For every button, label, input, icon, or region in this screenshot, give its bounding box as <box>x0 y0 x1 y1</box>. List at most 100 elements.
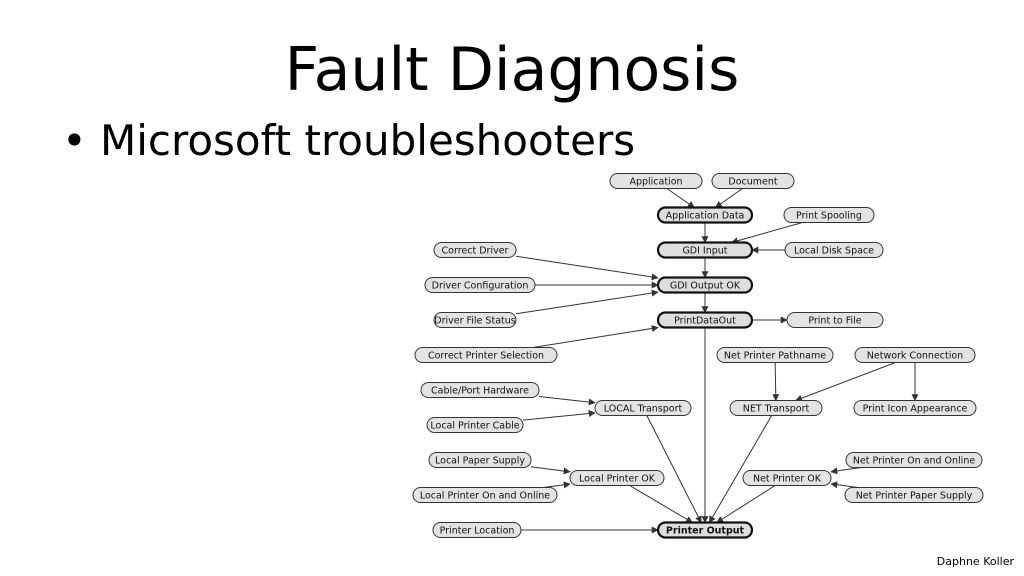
node-net-transport: NET Transport <box>729 400 823 416</box>
node-label: Print Icon Appearance <box>863 403 968 414</box>
node-shape <box>786 312 884 328</box>
node-print-icon-appearance: Print Icon Appearance <box>853 400 977 416</box>
node-local-printer-on-and-online: Local Printer On and Online <box>412 487 558 503</box>
edge-document-to-application-data <box>715 188 743 208</box>
edge-local-transport-to-printer-output <box>646 415 702 524</box>
node-label: Correct Driver <box>442 245 509 256</box>
node-shape <box>784 242 884 258</box>
node-shape <box>656 276 754 294</box>
node-label: PrintDataOut <box>674 315 736 326</box>
bullet-text: Microsoft troubleshooters <box>100 116 636 165</box>
node-label: Driver File Status <box>434 315 515 326</box>
node-cable-port-hardware: Cable/Port Hardware <box>420 382 540 398</box>
node-shape <box>742 470 832 486</box>
edge-net-printer-pathname-to-net-transport <box>772 362 780 402</box>
node-label: Application Data <box>666 210 745 221</box>
node-net-printer-on-and-online: Net Printer On and Online <box>845 452 983 468</box>
node-print-spooling: Print Spooling <box>783 207 875 223</box>
node-shape <box>414 347 558 363</box>
node-shape <box>426 417 524 433</box>
footer-author: Daphne Koller <box>936 555 1014 568</box>
edge-net-printer-ok-to-printer-output <box>716 485 776 523</box>
slide-title: Fault Diagnosis <box>284 35 740 105</box>
node-net-printer-ok: Net Printer OK <box>742 470 832 486</box>
node-printer-output: Printer Output <box>656 521 754 539</box>
node-label: NET Transport <box>743 403 810 414</box>
node-driver-file-status: Driver File Status <box>433 312 517 328</box>
node-local-printer-ok: Local Printer OK <box>569 470 665 486</box>
node-printdataout: PrintDataOut <box>656 311 754 329</box>
node-local-printer-cable: Local Printer Cable <box>426 417 524 433</box>
node-label: Correct Printer Selection <box>428 350 544 361</box>
node-local-paper-supply: Local Paper Supply <box>428 452 532 468</box>
node-shape <box>853 400 977 416</box>
node-label: Document <box>728 176 777 187</box>
node-print-to-file: Print to File <box>786 312 884 328</box>
node-shape <box>433 242 517 258</box>
node-label: Printer Output <box>666 525 745 536</box>
node-label: Network Connection <box>867 350 963 361</box>
node-label: GDI Output OK <box>670 280 741 291</box>
node-net-printer-pathname: Net Printer Pathname <box>716 347 834 363</box>
node-shape <box>424 277 536 293</box>
node-label: Application <box>629 176 682 187</box>
edge-net-transport-to-printer-output <box>708 415 773 524</box>
node-shape <box>854 347 976 363</box>
node-network-connection: Network Connection <box>854 347 976 363</box>
edge-local-printer-cable-to-local-transport <box>522 410 596 421</box>
node-shape <box>433 312 517 328</box>
edges-layer <box>515 188 919 534</box>
edge-net-printer-paper-supply-to-net-printer-ok <box>830 481 859 489</box>
edge-correct-printer-selection-to-printdataout <box>532 325 659 348</box>
node-label: Local Paper Supply <box>435 455 525 466</box>
node-label: Net Printer On and Online <box>853 455 976 466</box>
bullet-item: • Microsoft troubleshooters <box>62 114 635 168</box>
node-label: Local Printer Cable <box>430 420 519 431</box>
node-shape <box>569 470 665 486</box>
node-label: Local Printer OK <box>579 473 656 484</box>
node-label: Net Printer OK <box>753 473 822 484</box>
node-label: Net Printer Pathname <box>724 350 826 361</box>
node-shape <box>656 241 754 259</box>
node-correct-printer-selection: Correct Printer Selection <box>414 347 558 363</box>
node-shape <box>432 522 522 538</box>
edge-application-to-application-data <box>666 188 695 208</box>
node-printer-location: Printer Location <box>432 522 522 538</box>
edge-local-printer-ok-to-printer-output <box>629 485 693 523</box>
node-driver-configuration: Driver Configuration <box>424 277 536 293</box>
node-shape <box>656 206 754 224</box>
node-shape <box>594 400 692 416</box>
node-shape <box>716 347 834 363</box>
node-local-transport: LOCAL Transport <box>594 400 692 416</box>
node-document: Document <box>711 173 795 189</box>
edge-correct-driver-to-gdi-output-ok <box>515 255 659 281</box>
node-gdi-output-ok: GDI Output OK <box>656 276 754 294</box>
node-label: Print to File <box>808 315 861 326</box>
edge-local-printer-on-and-online-to-local-printer-ok <box>543 481 571 489</box>
node-shape <box>428 452 532 468</box>
edge-driver-file-status-to-gdi-output-ok <box>515 289 659 315</box>
node-local-disk-space: Local Disk Space <box>784 242 884 258</box>
edge-net-printer-on-and-online-to-net-printer-ok <box>830 467 862 475</box>
node-label: Print Spooling <box>796 210 862 221</box>
node-net-printer-paper-supply: Net Printer Paper Supply <box>844 487 984 503</box>
node-label: Local Printer On and Online <box>420 490 550 501</box>
node-label: Net Printer Paper Supply <box>856 490 973 501</box>
node-correct-driver: Correct Driver <box>433 242 517 258</box>
edge-cable-port-hardware-to-local-transport <box>538 396 596 406</box>
edge-network-connection-to-net-transport <box>795 362 896 402</box>
bullet-marker: • <box>62 116 87 165</box>
node-shape <box>844 487 984 503</box>
node-shape <box>656 521 754 539</box>
node-shape <box>420 382 540 398</box>
node-shape <box>783 207 875 223</box>
node-shape <box>656 311 754 329</box>
node-label: Local Disk Space <box>794 245 874 256</box>
node-application-data: Application Data <box>656 206 754 224</box>
node-label: GDI Input <box>682 245 727 256</box>
node-label: Printer Location <box>440 525 515 536</box>
node-shape <box>711 173 795 189</box>
node-label: LOCAL Transport <box>604 403 683 414</box>
node-label: Driver Configuration <box>432 280 529 291</box>
